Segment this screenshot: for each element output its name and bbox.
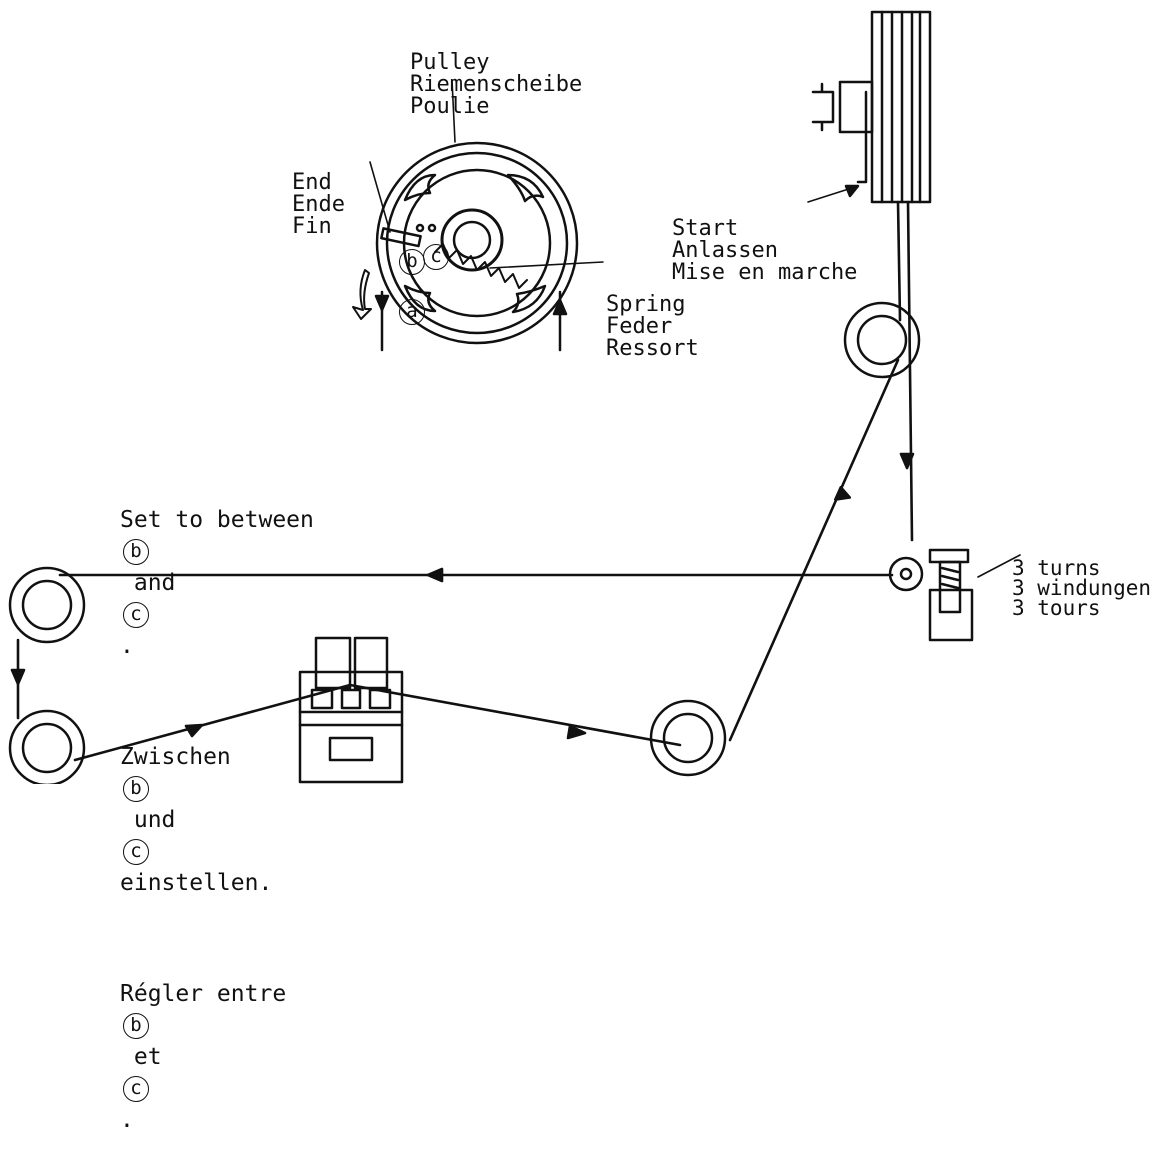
tape-head <box>298 636 404 784</box>
spring <box>434 243 528 289</box>
supply-reel <box>807 10 932 204</box>
guide-roller-left-top <box>8 566 86 644</box>
guide-roller-right <box>843 301 921 379</box>
pulley-wheel <box>352 79 604 352</box>
point-c-label: c <box>420 200 452 292</box>
guide-roller-bottom <box>649 699 727 777</box>
tape-path <box>10 200 915 762</box>
guide-roller-left-bottom <box>8 709 86 784</box>
rotation-arrow <box>352 269 372 320</box>
capstan <box>888 548 1021 642</box>
tape-threading-diagram <box>8 10 1021 784</box>
point-a-label: a <box>396 255 428 347</box>
